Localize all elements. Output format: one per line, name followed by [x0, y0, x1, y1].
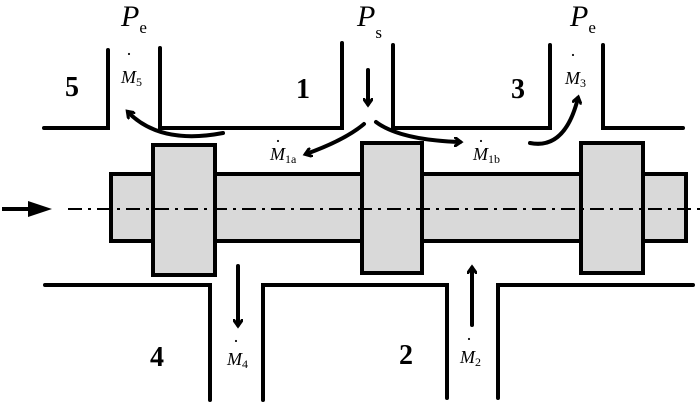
flow-symbol: M — [459, 347, 476, 367]
flow-1b-arrow-icon — [374, 120, 460, 142]
wall-port1 — [158, 41, 344, 130]
flow-arrows — [128, 68, 578, 325]
pressure-symbol: P — [569, 0, 588, 33]
input-arrow-icon — [2, 201, 52, 217]
flow-symbol: M — [472, 144, 489, 164]
wall-port4-left — [43, 283, 212, 402]
flow-subscript: 1a — [285, 152, 297, 166]
pressure-label-exhaust-right: Pe — [569, 0, 596, 37]
wall-port-right — [601, 43, 685, 130]
flow-subscript: 2 — [475, 355, 481, 369]
flow-5-arrow-icon — [128, 112, 225, 139]
flow-label-m2: · M2 — [459, 329, 481, 369]
port-label-3: 3 — [511, 74, 525, 105]
flow-label-m3: · M3 — [564, 45, 586, 90]
m-dot: · — [126, 44, 132, 64]
port-label-5: 5 — [65, 72, 79, 103]
pressure-subscript: e — [139, 18, 147, 37]
wall-port2-right — [496, 283, 695, 400]
pressure-label-supply: Ps — [356, 0, 382, 42]
port-label-1: 1 — [296, 74, 310, 105]
pressure-symbol: P — [356, 0, 375, 33]
m-dot: · — [275, 131, 281, 151]
flow-3-arrow-icon — [528, 98, 578, 146]
port-label-4: 4 — [150, 342, 164, 373]
flow-label-m1b: · M1b — [472, 131, 500, 166]
flow-subscript: 3 — [580, 76, 586, 90]
flow-label-text: M4 — [226, 349, 248, 371]
wall-port2-left — [261, 283, 449, 402]
wall-port5-left — [42, 48, 110, 130]
pressure-subscript: s — [375, 23, 382, 42]
pressure-label-exhaust-left: Pe — [120, 0, 147, 37]
flow-symbol: M — [269, 144, 286, 164]
flow-symbol: M — [226, 349, 243, 369]
flow-label-text: M1a — [269, 144, 297, 166]
flow-subscript: 1b — [488, 152, 500, 166]
flow-subscript: 5 — [136, 75, 142, 89]
housing-top — [42, 41, 685, 130]
flow-label-m4: · M4 — [226, 331, 248, 371]
flow-symbol: M — [564, 68, 581, 88]
flow-label-text: M1b — [472, 144, 500, 166]
wall-port3 — [391, 43, 552, 130]
flow-label-text: M2 — [459, 347, 481, 369]
flow-symbol: M — [120, 67, 137, 87]
flow-1a-arrow-icon — [306, 122, 366, 154]
flow-label-text: M3 — [564, 68, 586, 90]
flow-subscript: 4 — [242, 357, 248, 371]
m-dot: · — [466, 329, 472, 349]
pressure-symbol: P — [120, 0, 139, 33]
m-dot: · — [570, 45, 576, 65]
m-dot: · — [478, 131, 484, 151]
flow-label-m5: · M5 — [120, 44, 142, 89]
m-dot: · — [233, 331, 239, 351]
flow-label-text: M5 — [120, 67, 142, 89]
port-label-2: 2 — [399, 340, 413, 371]
flow-label-m1a: · M1a — [269, 131, 297, 166]
pressure-subscript: e — [588, 18, 596, 37]
housing-bottom — [43, 283, 695, 402]
